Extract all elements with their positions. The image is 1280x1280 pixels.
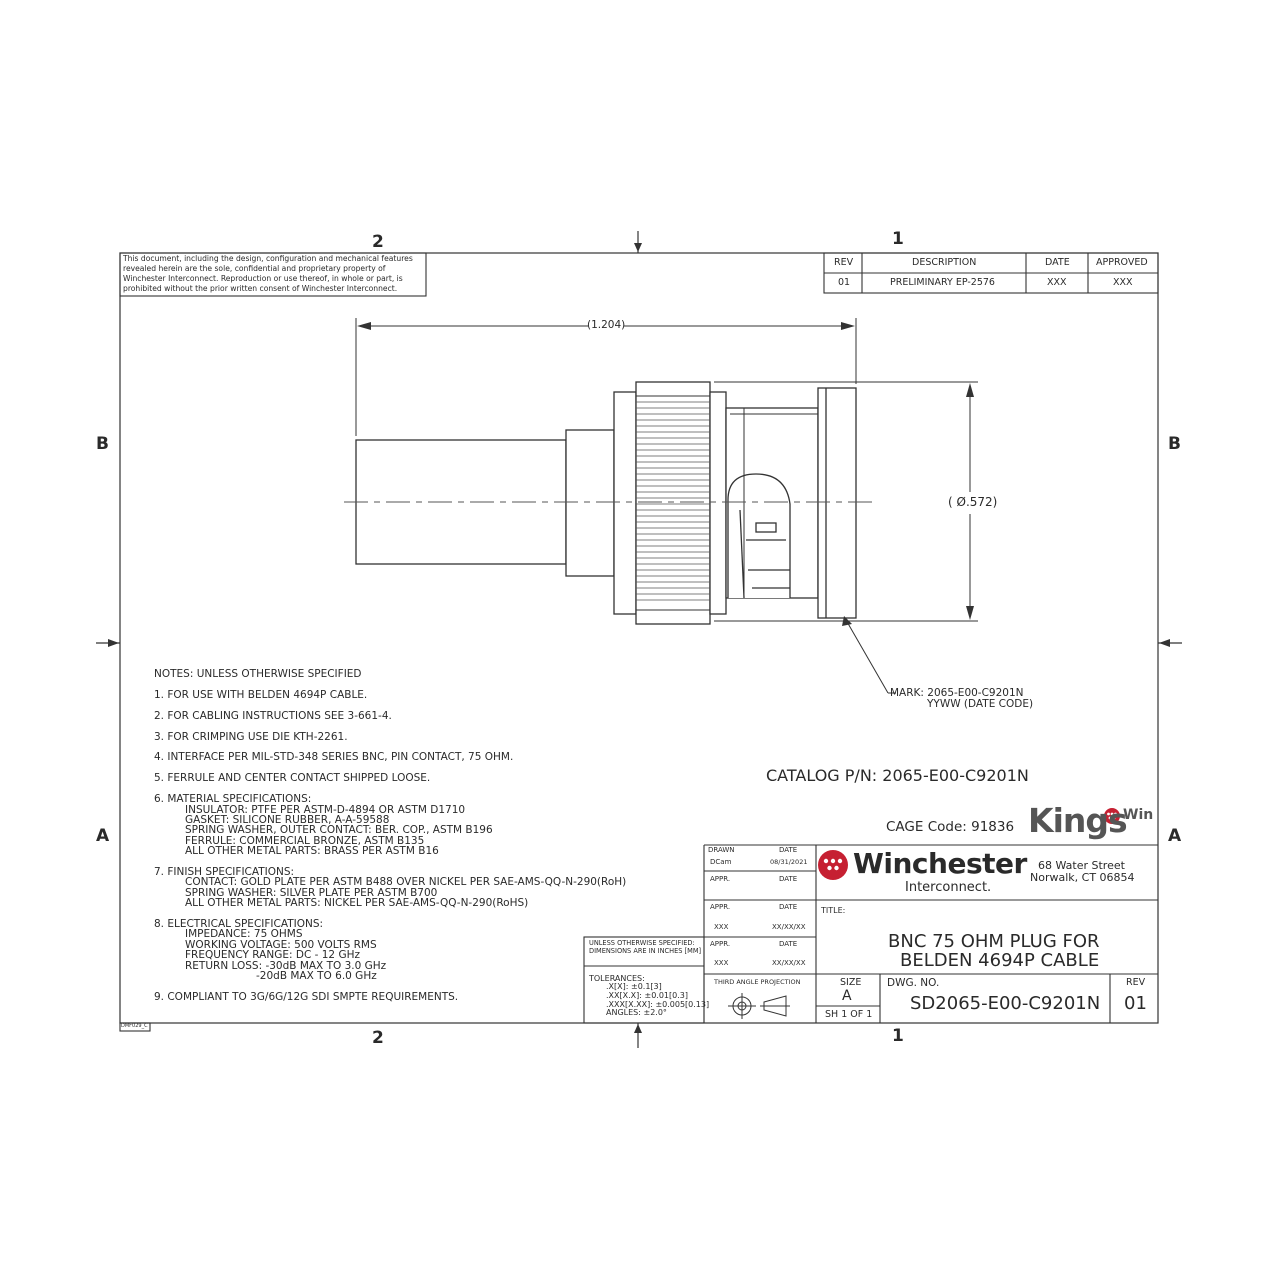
appr-date: XX/XX/XX <box>772 959 806 967</box>
kings-logo-icon <box>1104 808 1120 824</box>
appr-date: XX/XX/XX <box>772 923 806 931</box>
drawn-date: 08/31/2021 <box>770 858 808 866</box>
appr-label: APPR. <box>710 875 731 883</box>
projection-label: THIRD ANGLE PROJECTION <box>714 978 801 986</box>
note-subitem: FERRULE: COMMERCIAL BRONZE, ASTM B135 <box>185 835 425 847</box>
date-label: DATE <box>779 903 798 911</box>
appr-by: XXX <box>714 923 729 931</box>
title-label: TITLE: <box>821 906 846 915</box>
tolerance-line: .XXX[X.XX]: ±0.005[0.13] <box>606 1000 710 1009</box>
date-label: DATE <box>779 875 798 883</box>
date-label: DATE <box>779 940 798 948</box>
note-subitem: RETURN LOSS: -30dB MAX TO 3.0 GHz <box>185 960 387 972</box>
zone-label-top-1: 1 <box>892 229 904 249</box>
drawing-number: SD2065-E00-C9201N <box>910 993 1101 1014</box>
date-label: DATE <box>779 846 798 854</box>
note-subitem: GASKET: SILICONE RUBBER, A-A-59588 <box>185 814 390 826</box>
note-subitem: INSULATOR: PTFE PER ASTM-D-4894 OR ASTM … <box>185 804 466 816</box>
tolerance-line: .XX[X.X]: ±0.01[0.3] <box>606 991 688 1000</box>
drawing-title-line-2: BELDEN 4694P CABLE <box>900 950 1100 971</box>
sheet-number: SH 1 OF 1 <box>825 1009 873 1020</box>
cage-code: CAGE Code: 91836 <box>886 819 1015 835</box>
mark-date-code: YYWW (DATE CODE) <box>927 698 1034 710</box>
note-subitem: IMPEDANCE: 75 OHMS <box>185 928 303 940</box>
drawing-title-line-1: BNC 75 OHM PLUG FOR <box>888 931 1100 952</box>
kings-logo-word: Kings <box>1028 801 1128 840</box>
company-sub: Interconnect. <box>905 880 992 895</box>
date-header: DATE <box>1045 257 1070 268</box>
description-value: PRELIMINARY EP-2576 <box>890 277 995 288</box>
third-angle-projection-icon <box>728 993 790 1019</box>
rev-number: 01 <box>1124 993 1147 1014</box>
note-subitem: WORKING VOLTAGE: 500 VOLTS RMS <box>185 939 377 951</box>
length-dimension-value: 1.204 <box>591 319 622 331</box>
company-address-2: Norwalk, CT 06854 <box>1030 871 1135 884</box>
note-item-finish: 7. FINISH SPECIFICATIONS: <box>154 866 295 878</box>
rev-value: 01 <box>838 277 851 288</box>
winchester-logo-icon <box>818 850 848 880</box>
tolerance-line: .X[X]: ±0.1[3] <box>606 982 662 991</box>
zone-label-bottom-2: 2 <box>372 1028 384 1048</box>
length-dimension: (1.204) <box>587 319 626 331</box>
note-subitem: SPRING WASHER: SILVER PLATE PER ASTM B70… <box>185 887 438 899</box>
kings-logo-suffix: Win <box>1123 807 1154 823</box>
zone-label-bottom-1: 1 <box>892 1026 904 1046</box>
proprietary-line: prohibited without the prior written con… <box>123 284 398 293</box>
note-subitem: FREQUENCY RANGE: DC - 12 GHz <box>185 949 360 961</box>
size-value: A <box>842 988 852 1004</box>
proprietary-line: This document, including the design, con… <box>123 254 413 263</box>
proprietary-line: Winchester Interconnect. Reproduction or… <box>123 274 403 283</box>
dwg-no-label: DWG. NO. <box>887 977 940 989</box>
appr-label: APPR. <box>710 940 731 948</box>
note-subitem: ALL OTHER METAL PARTS: NICKEL PER SAE-AM… <box>185 897 529 909</box>
note-item-material: 6. MATERIAL SPECIFICATIONS: <box>154 793 312 805</box>
notes-heading: NOTES: UNLESS OTHERWISE SPECIFIED <box>154 668 362 680</box>
tolerance-heading: TOLERANCES: <box>589 974 645 983</box>
note-subitem: CONTACT: GOLD PLATE PER ASTM B488 OVER N… <box>185 876 627 888</box>
appr-by: XXX <box>714 959 729 967</box>
diameter-dimension: ( Ø.572) <box>948 495 998 509</box>
note-item: 3. FOR CRIMPING USE DIE KTH-2261. <box>154 731 348 743</box>
form-code: DMF029_C <box>121 1023 148 1029</box>
company-address-1: 68 Water Street <box>1038 859 1125 872</box>
mark-text: MARK: 2065-E00-C9201N <box>890 687 1024 699</box>
unless-text: UNLESS OTHERWISE SPECIFIED: <box>589 939 695 947</box>
note-subitem: SPRING WASHER, OUTER CONTACT: BER. COP.,… <box>185 824 493 836</box>
drawn-label: DRAWN <box>708 846 735 854</box>
appr-label: APPR. <box>710 903 731 911</box>
note-item: 9. COMPLIANT TO 3G/6G/12G SDI SMPTE REQU… <box>154 991 459 1003</box>
catalog-part-number: CATALOG P/N: 2065-E00-C9201N <box>766 766 1029 785</box>
note-subitem: -20dB MAX TO 6.0 GHz <box>256 970 377 982</box>
tolerance-line: ANGLES: ±2.0° <box>606 1008 667 1017</box>
description-header: DESCRIPTION <box>912 257 977 268</box>
diameter-dimension-value: Ø.572 <box>956 495 993 509</box>
bnc-connector-view <box>355 381 857 625</box>
rev-header: REV <box>834 257 854 268</box>
proprietary-line: revealed herein are the sole, confidenti… <box>123 264 386 273</box>
note-subitem: ALL OTHER METAL PARTS: BRASS PER ASTM B1… <box>185 845 439 857</box>
zone-label-left-b: B <box>96 434 109 454</box>
note-item: 1. FOR USE WITH BELDEN 4694P CABLE. <box>154 689 368 701</box>
zone-label-right-b: B <box>1168 434 1181 454</box>
note-item: 4. INTERFACE PER MIL-STD-348 SERIES BNC,… <box>154 751 514 763</box>
unless-text: DIMENSIONS ARE IN INCHES [MM] <box>589 947 702 955</box>
company-name: Winchester <box>853 847 1027 880</box>
note-item: 5. FERRULE AND CENTER CONTACT SHIPPED LO… <box>154 772 431 784</box>
drawn-by: DCam <box>710 858 732 866</box>
size-label: SIZE <box>840 977 862 988</box>
date-value: XXX <box>1047 277 1067 288</box>
note-item-electrical: 8. ELECTRICAL SPECIFICATIONS: <box>154 918 324 930</box>
title-block-lines <box>119 252 1159 1032</box>
zone-label-right-a: A <box>1168 826 1182 846</box>
zone-label-top-2: 2 <box>372 232 384 252</box>
note-item: 2. FOR CABLING INSTRUCTIONS SEE 3-661-4. <box>154 710 392 722</box>
rev-label: REV <box>1126 977 1146 988</box>
zone-label-left-a: A <box>96 826 110 846</box>
approved-header: APPROVED <box>1096 257 1148 268</box>
approved-value: XXX <box>1113 277 1133 288</box>
